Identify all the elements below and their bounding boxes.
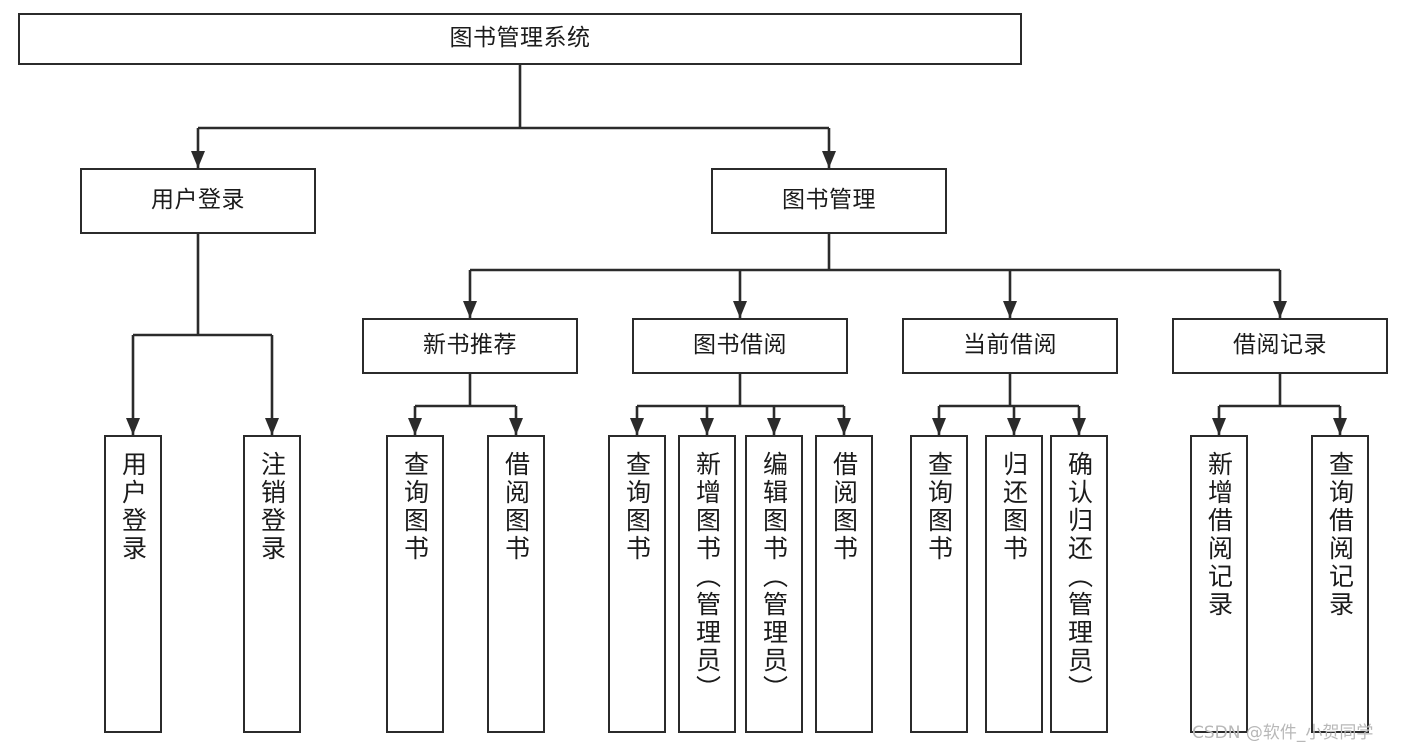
node-leaf-query-record[interactable]: 查询借阅记录 bbox=[1311, 435, 1369, 733]
node-leaf-borrow-book-b[interactable]: 借阅图书 bbox=[815, 435, 873, 733]
node-leaf-user-login[interactable]: 用户登录 bbox=[104, 435, 162, 733]
arrow-head-leaf-query-book-b bbox=[630, 418, 644, 435]
node-label-leaf-add-record: 新增借阅记录 bbox=[1204, 451, 1234, 619]
node-new-book-rec[interactable]: 新书推荐 bbox=[362, 318, 578, 374]
node-book-borrow[interactable]: 图书借阅 bbox=[632, 318, 848, 374]
node-label-leaf-add-book: 新增图书（管理员） bbox=[692, 451, 722, 703]
node-label-leaf-query-book-b: 查询图书 bbox=[622, 451, 652, 563]
arrow-head-user-login bbox=[191, 151, 205, 168]
node-leaf-query-book-b[interactable]: 查询图书 bbox=[608, 435, 666, 733]
node-label-leaf-borrow-book-rec: 借阅图书 bbox=[501, 451, 531, 563]
node-label-leaf-query-book-rec: 查询图书 bbox=[400, 451, 430, 563]
node-leaf-query-book-rec[interactable]: 查询图书 bbox=[386, 435, 444, 733]
arrow-head-leaf-query-book-c bbox=[932, 418, 946, 435]
arrow-head-book-borrow bbox=[733, 301, 747, 318]
node-label-leaf-edit-book: 编辑图书（管理员） bbox=[759, 451, 789, 703]
arrow-head-leaf-borrow-book-b bbox=[837, 418, 851, 435]
arrow-head-leaf-query-book-rec bbox=[408, 418, 422, 435]
arrow-head-current-borrow bbox=[1003, 301, 1017, 318]
node-label-leaf-return-book: 归还图书 bbox=[999, 451, 1029, 563]
node-label-leaf-user-logout: 注销登录 bbox=[257, 451, 287, 563]
arrow-head-borrow-record bbox=[1273, 301, 1287, 318]
node-label-leaf-query-record: 查询借阅记录 bbox=[1325, 451, 1355, 619]
node-leaf-return-book[interactable]: 归还图书 bbox=[985, 435, 1043, 733]
node-label-root: 图书管理系统 bbox=[449, 25, 591, 52]
arrow-head-leaf-add-book bbox=[700, 418, 714, 435]
arrow-head-book-manage bbox=[822, 151, 836, 168]
arrow-head-new-book-rec bbox=[463, 301, 477, 318]
watermark-text: CSDN @软件_小贺同学 bbox=[1192, 723, 1374, 743]
node-label-leaf-query-book-c: 查询图书 bbox=[924, 451, 954, 563]
node-book-manage[interactable]: 图书管理 bbox=[711, 168, 947, 234]
arrow-head-leaf-add-record bbox=[1212, 418, 1226, 435]
node-label-leaf-borrow-book-b: 借阅图书 bbox=[829, 451, 859, 563]
arrow-head-leaf-user-logout bbox=[265, 418, 279, 435]
node-leaf-add-book[interactable]: 新增图书（管理员） bbox=[678, 435, 736, 733]
node-leaf-borrow-book-rec[interactable]: 借阅图书 bbox=[487, 435, 545, 733]
node-label-leaf-user-login: 用户登录 bbox=[118, 451, 148, 563]
arrow-head-leaf-confirm-return bbox=[1072, 418, 1086, 435]
arrow-head-leaf-user-login bbox=[126, 418, 140, 435]
arrow-head-leaf-edit-book bbox=[767, 418, 781, 435]
node-current-borrow[interactable]: 当前借阅 bbox=[902, 318, 1118, 374]
node-label-current-borrow: 当前借阅 bbox=[963, 332, 1057, 359]
node-label-new-book-rec: 新书推荐 bbox=[423, 332, 517, 359]
node-leaf-add-record[interactable]: 新增借阅记录 bbox=[1190, 435, 1248, 733]
node-label-book-manage: 图书管理 bbox=[782, 187, 876, 214]
node-leaf-query-book-c[interactable]: 查询图书 bbox=[910, 435, 968, 733]
node-label-borrow-record: 借阅记录 bbox=[1233, 332, 1327, 359]
arrow-head-leaf-borrow-book-rec bbox=[509, 418, 523, 435]
node-label-leaf-confirm-return: 确认归还（管理员） bbox=[1064, 451, 1094, 703]
node-leaf-edit-book[interactable]: 编辑图书（管理员） bbox=[745, 435, 803, 733]
arrow-head-leaf-query-record bbox=[1333, 418, 1347, 435]
node-user-login[interactable]: 用户登录 bbox=[80, 168, 316, 234]
node-root[interactable]: 图书管理系统 bbox=[18, 13, 1022, 65]
node-leaf-user-logout[interactable]: 注销登录 bbox=[243, 435, 301, 733]
node-borrow-record[interactable]: 借阅记录 bbox=[1172, 318, 1388, 374]
node-label-book-borrow: 图书借阅 bbox=[693, 332, 787, 359]
node-label-user-login: 用户登录 bbox=[151, 187, 245, 214]
node-leaf-confirm-return[interactable]: 确认归还（管理员） bbox=[1050, 435, 1108, 733]
arrow-head-leaf-return-book bbox=[1007, 418, 1021, 435]
